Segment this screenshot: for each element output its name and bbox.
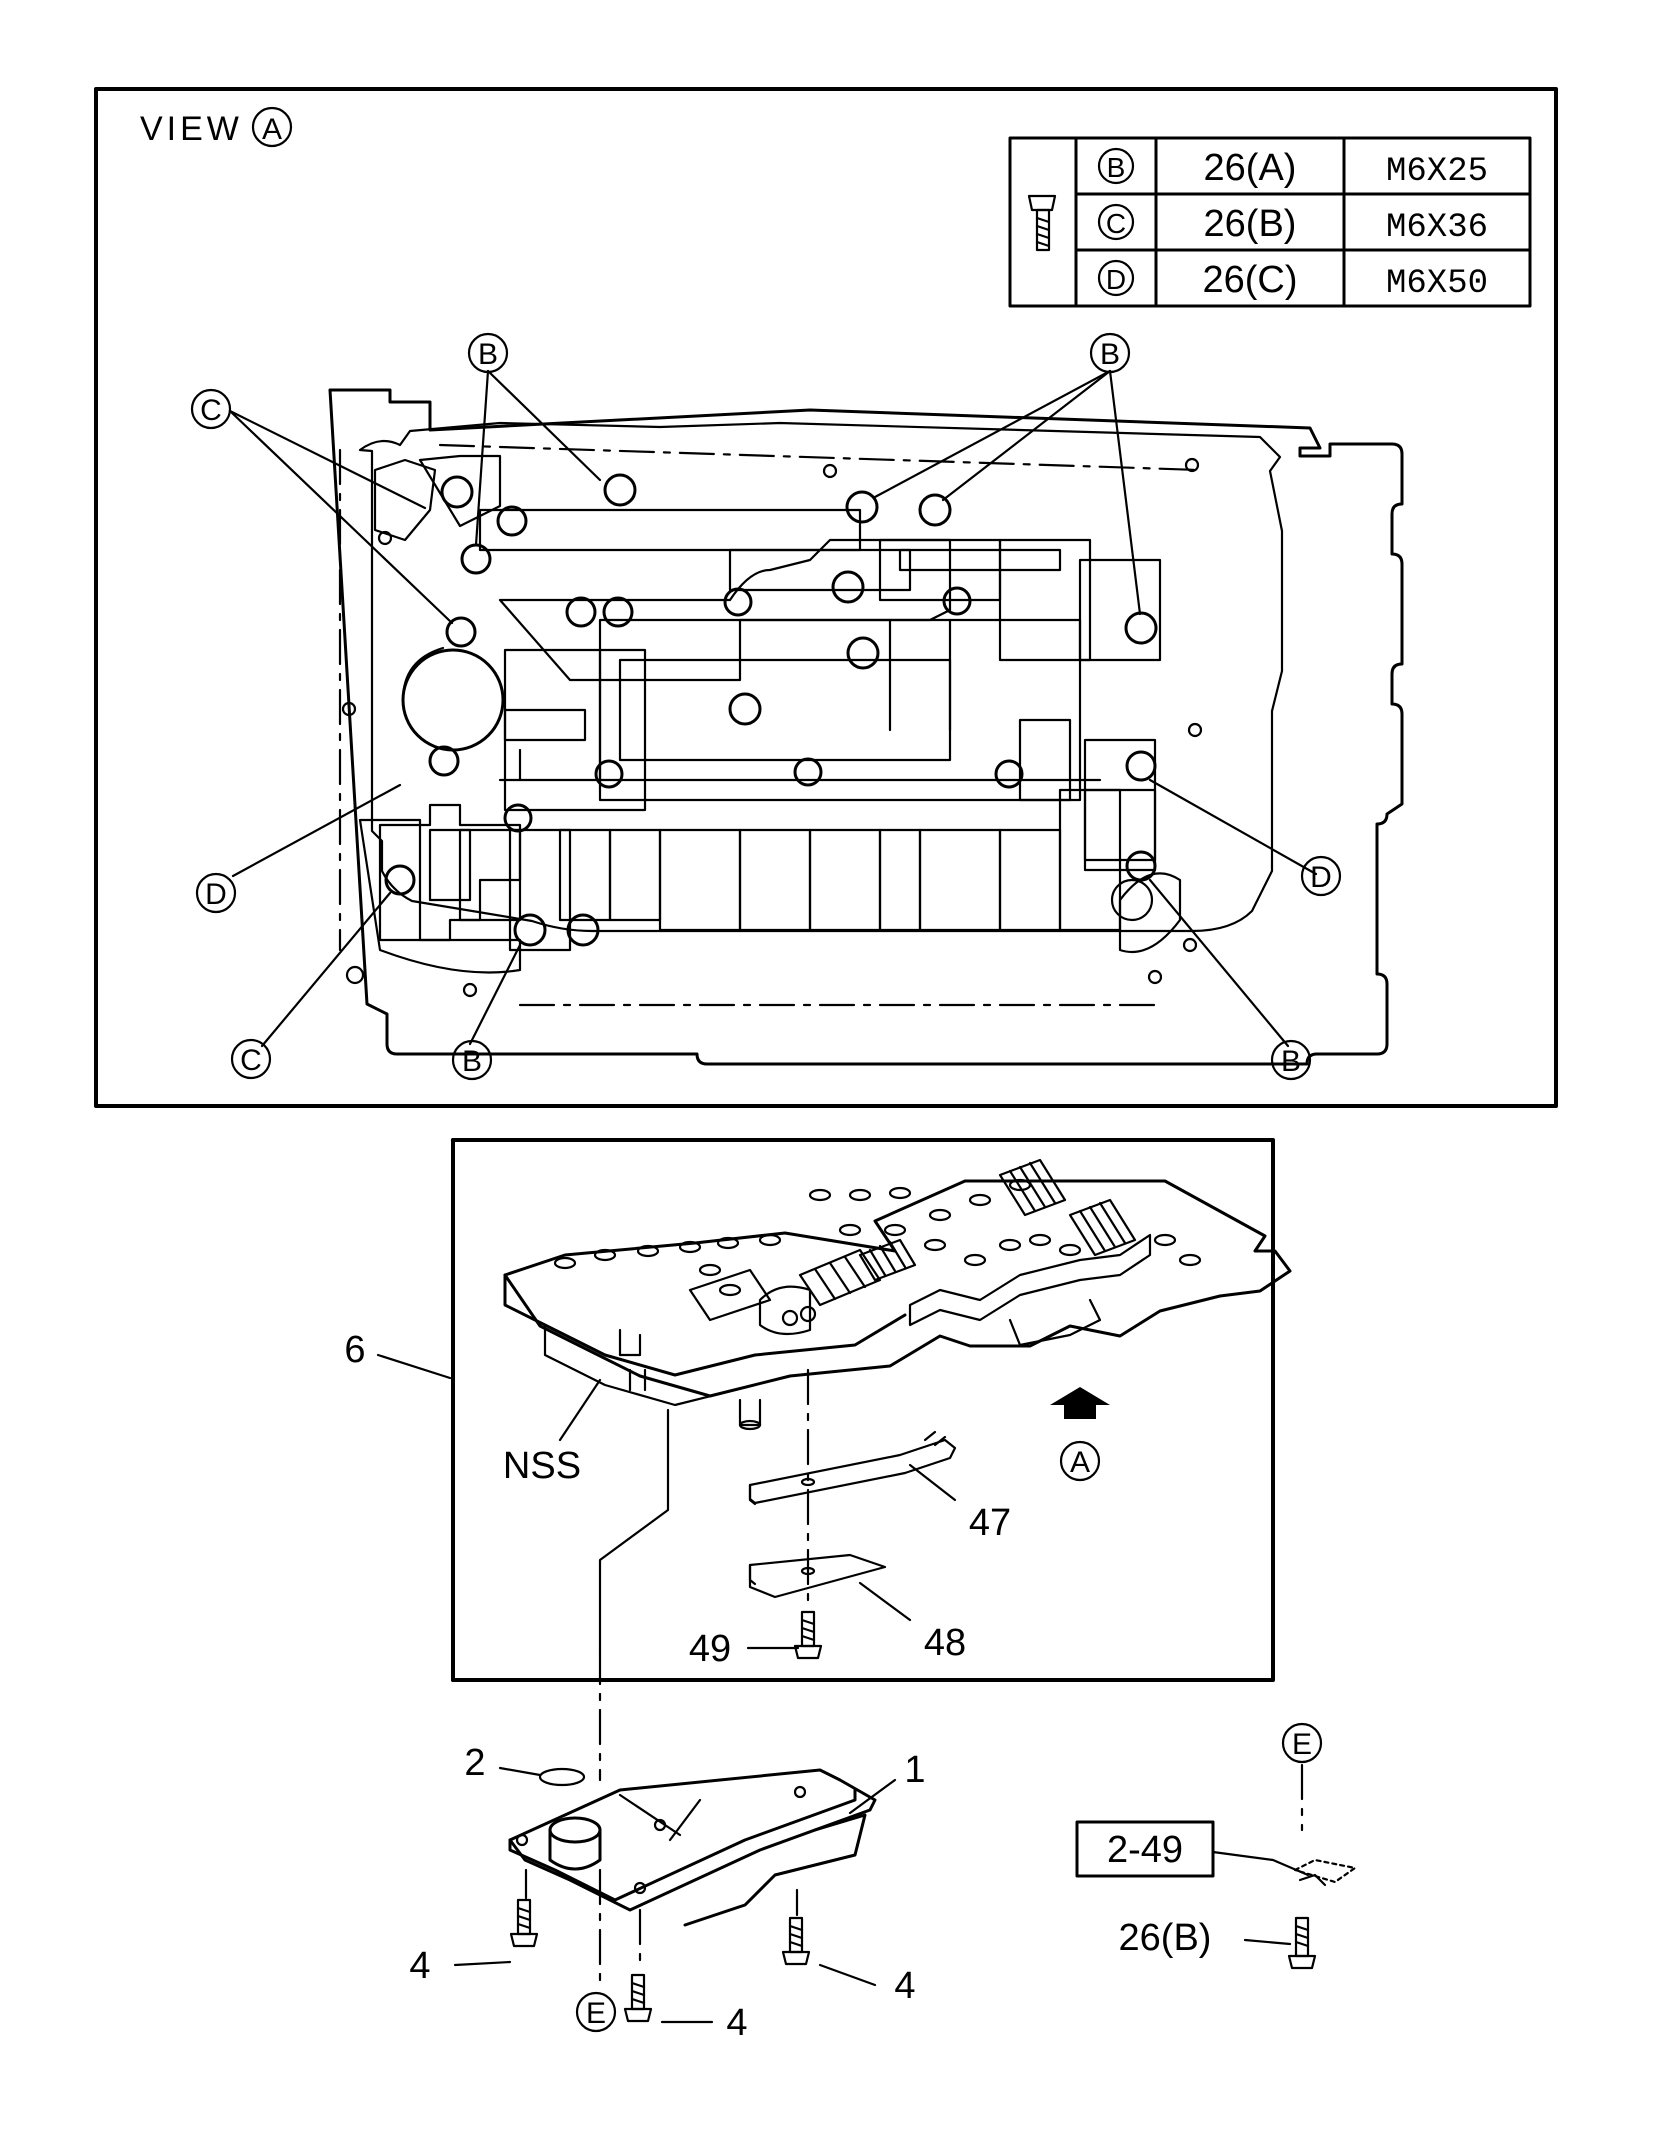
callout-view-a: A xyxy=(1059,1440,1101,1482)
callout-b-bottom-mid: B xyxy=(451,1039,493,1081)
callout-b-top-right: B xyxy=(1089,332,1131,374)
callout-e-side: E xyxy=(1281,1722,1323,1764)
callout-c-bottom-left: C xyxy=(230,1038,272,1080)
view-leader-lines xyxy=(228,369,1318,1048)
label-nss: NSS xyxy=(503,1445,581,1487)
valve-body-iso xyxy=(503,1158,1292,1431)
view-direction-arrow xyxy=(1050,1387,1110,1419)
bolt-4-right xyxy=(781,1916,811,1966)
table-row: B 26(A) M6X25 xyxy=(1097,147,1488,191)
svg-text:26(A): 26(A) xyxy=(1204,147,1297,189)
label-4-right: 4 xyxy=(894,1965,915,2007)
callout-e-bottom: E xyxy=(575,1991,617,2033)
svg-text:C: C xyxy=(240,1044,262,1077)
valve-body-plan-view xyxy=(328,388,1404,1066)
label-4-left: 4 xyxy=(409,1945,430,1987)
svg-text:B: B xyxy=(1281,1045,1301,1078)
label-49: 49 xyxy=(689,1628,731,1670)
ref-box-2-49: 2-49 xyxy=(1075,1820,1215,1878)
svg-text:26(C): 26(C) xyxy=(1202,259,1297,301)
label-47: 47 xyxy=(969,1502,1011,1544)
assembly-frame xyxy=(451,1138,1275,1682)
svg-text:D: D xyxy=(205,878,227,911)
svg-text:E: E xyxy=(586,1997,606,2030)
bracket-48 xyxy=(748,1553,887,1599)
callout-b-bottom-right: B xyxy=(1270,1039,1312,1081)
svg-text:C: C xyxy=(200,394,222,427)
view-a-frame xyxy=(94,87,1558,1108)
svg-text:26(B): 26(B) xyxy=(1204,203,1297,245)
table-row: C 26(B) M6X36 xyxy=(1097,203,1488,247)
svg-text:E: E xyxy=(1292,1728,1312,1761)
label-48: 48 xyxy=(924,1622,966,1664)
label-4-bottom: 4 xyxy=(726,2002,747,2044)
callout-c-top-left: C xyxy=(190,388,232,430)
callout-d-right: D xyxy=(1300,855,1342,897)
svg-text:B: B xyxy=(478,338,498,371)
svg-text:B: B xyxy=(462,1045,482,1078)
oil-strainer-1 xyxy=(508,1768,877,1927)
svg-text:M6X25: M6X25 xyxy=(1386,153,1488,191)
label-1: 1 xyxy=(904,1749,925,1791)
svg-text:D: D xyxy=(1310,861,1332,894)
svg-text:2-49: 2-49 xyxy=(1107,1829,1183,1871)
label-6: 6 xyxy=(344,1329,365,1371)
svg-text:D: D xyxy=(1106,264,1126,295)
label-26b: 26(B) xyxy=(1119,1917,1212,1959)
table-row: D 26(C) M6X50 xyxy=(1097,259,1488,303)
bracket-47 xyxy=(748,1430,957,1506)
o-ring-2 xyxy=(538,1767,586,1787)
callout-b-top-left: B xyxy=(467,332,509,374)
label-2: 2 xyxy=(464,1742,485,1784)
bolt-26b xyxy=(1287,1916,1317,1970)
view-title-circle: A xyxy=(251,106,293,148)
bolt-4-bottom xyxy=(623,1973,653,2023)
svg-text:A: A xyxy=(1070,1446,1090,1479)
svg-text:B: B xyxy=(1107,152,1126,183)
bolt-spec-table: B 26(A) M6X25 C 26(B) M6X36 D 26(C) M6X5… xyxy=(1008,136,1532,308)
callout-d-left: D xyxy=(195,872,237,914)
svg-text:C: C xyxy=(1106,208,1126,239)
svg-text:A: A xyxy=(262,113,282,146)
bolt-4-left xyxy=(509,1898,539,1948)
svg-text:M6X36: M6X36 xyxy=(1386,209,1488,247)
svg-text:B: B xyxy=(1100,338,1120,371)
clip-bracket xyxy=(1293,1858,1357,1887)
bolt-49 xyxy=(793,1610,823,1660)
svg-text:M6X50: M6X50 xyxy=(1386,265,1488,303)
bolt-icon xyxy=(1027,194,1057,252)
view-title: VIEW xyxy=(140,110,243,148)
